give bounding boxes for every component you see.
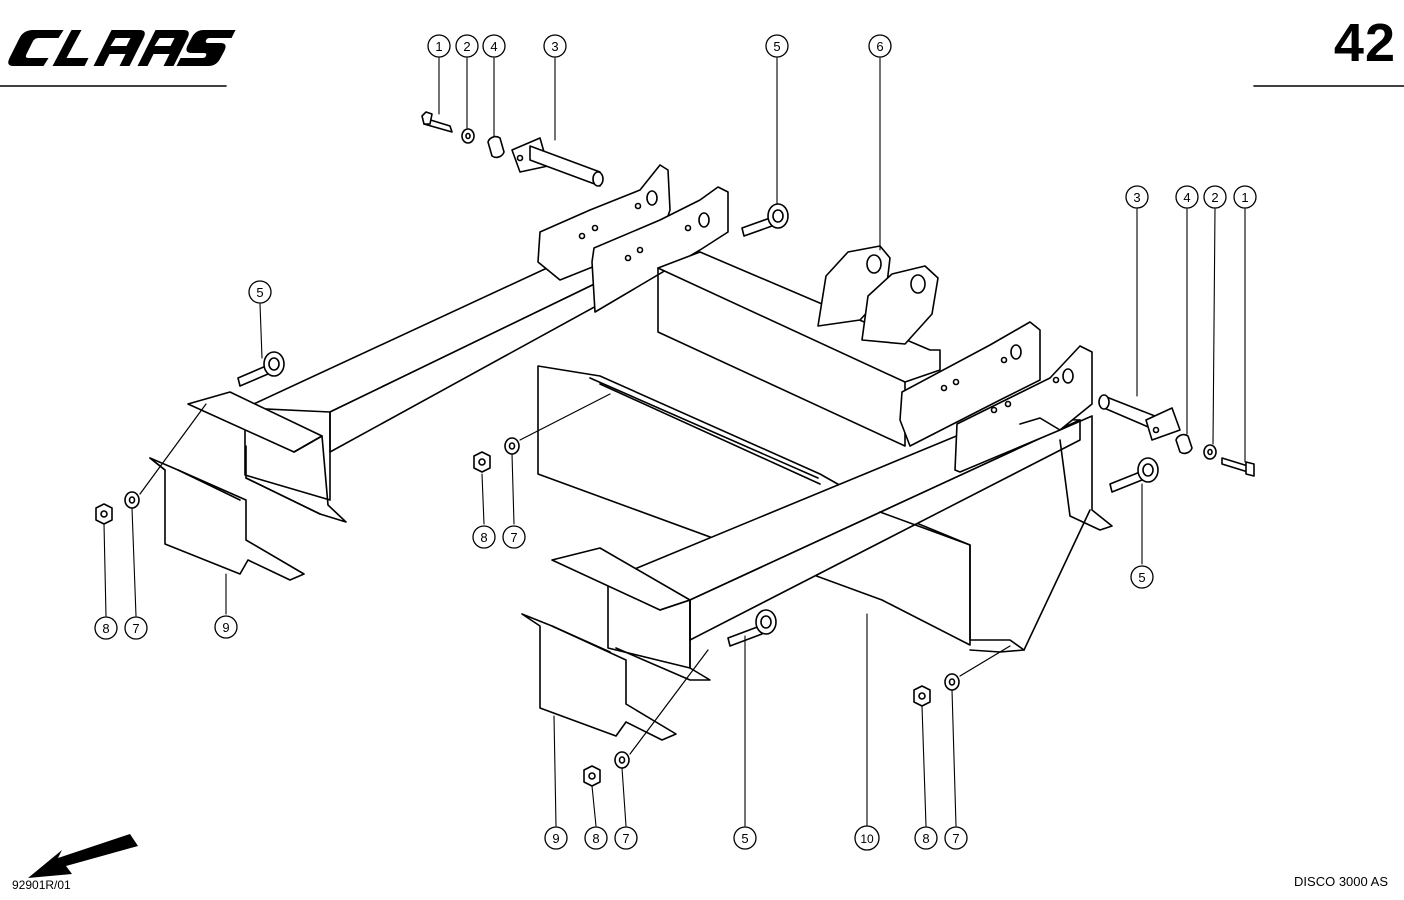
callout-label: 4 — [490, 39, 497, 54]
page-number: 42 — [1333, 13, 1396, 73]
callout-balloon: 3 — [543, 34, 567, 58]
travel-direction-arrow-icon — [28, 834, 138, 878]
callout-label: 5 — [1138, 570, 1145, 585]
callout-label: 5 — [741, 831, 748, 846]
brand-logo-mark — [8, 30, 236, 66]
callout-balloon: 7 — [502, 525, 526, 549]
nut-washer-front — [583, 751, 630, 787]
callout-balloon: 7 — [124, 616, 148, 640]
callout-balloon: 8 — [472, 525, 496, 549]
callout-balloon: 6 — [868, 34, 892, 58]
pin-assembly-right — [1098, 394, 1255, 477]
callout-label: 3 — [551, 39, 558, 54]
callout-label: 9 — [222, 620, 229, 635]
callout-label: 8 — [102, 621, 109, 636]
nut-washer-center — [473, 437, 520, 473]
callout-balloon: 7 — [944, 826, 968, 850]
callout-label: 8 — [922, 831, 929, 846]
callout-balloon: 8 — [94, 616, 118, 640]
callout-balloon: 9 — [214, 615, 238, 639]
callout-label: 1 — [435, 39, 442, 54]
pad-plate-front — [521, 613, 677, 741]
nut-washer-left — [95, 491, 140, 525]
callout-balloon: 1 — [427, 34, 451, 58]
callout-label: 1 — [1241, 190, 1248, 205]
callout-label: 7 — [510, 530, 517, 545]
callout-balloon: 5 — [733, 826, 757, 850]
nut-washer-right — [913, 673, 960, 707]
bolt-right — [1109, 457, 1159, 493]
callout-balloon: 3 — [1125, 185, 1149, 209]
drawing-code: 92901R/01 — [12, 878, 71, 892]
callout-label: 2 — [1211, 190, 1218, 205]
brand-logo — [8, 12, 236, 72]
rear-long-beam — [187, 164, 729, 523]
callout-label: 7 — [952, 831, 959, 846]
center-cross-beam — [657, 245, 941, 447]
callout-label: 4 — [1183, 190, 1190, 205]
front-long-beam — [551, 321, 1113, 681]
bolt-top — [741, 203, 789, 237]
callout-balloon: 8 — [914, 826, 938, 850]
leader-lines — [103, 57, 1246, 827]
callout-balloon: 9 — [544, 826, 568, 850]
pin-assembly-left — [421, 111, 604, 187]
callout-balloon: 5 — [248, 280, 272, 304]
callout-balloon: 5 — [1130, 565, 1154, 589]
callout-balloon: 10 — [854, 825, 880, 851]
callout-label: 3 — [1133, 190, 1140, 205]
callout-balloon: 1 — [1233, 185, 1257, 209]
callout-label: 9 — [552, 831, 559, 846]
callout-balloon: 4 — [1175, 185, 1199, 209]
callout-group: 1 2 4 3 5 6 3 — [94, 34, 1257, 851]
callout-label: 7 — [622, 831, 629, 846]
callout-balloon: 8 — [584, 826, 608, 850]
callout-label: 2 — [463, 39, 470, 54]
callout-label: 5 — [256, 285, 263, 300]
bolt-left — [237, 351, 285, 387]
callout-balloon: 5 — [765, 34, 789, 58]
model-name: DISCO 3000 AS — [1294, 874, 1388, 889]
callout-label: 7 — [132, 621, 139, 636]
callout-balloon: 4 — [482, 34, 506, 58]
callout-label: 6 — [876, 39, 883, 54]
callout-balloon: 2 — [1203, 185, 1227, 209]
callout-balloon: 2 — [455, 34, 479, 58]
callout-label: 8 — [592, 831, 599, 846]
callout-label: 5 — [773, 39, 780, 54]
callout-balloon: 7 — [614, 826, 638, 850]
callout-label: 10 — [860, 832, 874, 846]
callout-label: 8 — [480, 530, 487, 545]
pad-plate-left — [149, 457, 305, 581]
